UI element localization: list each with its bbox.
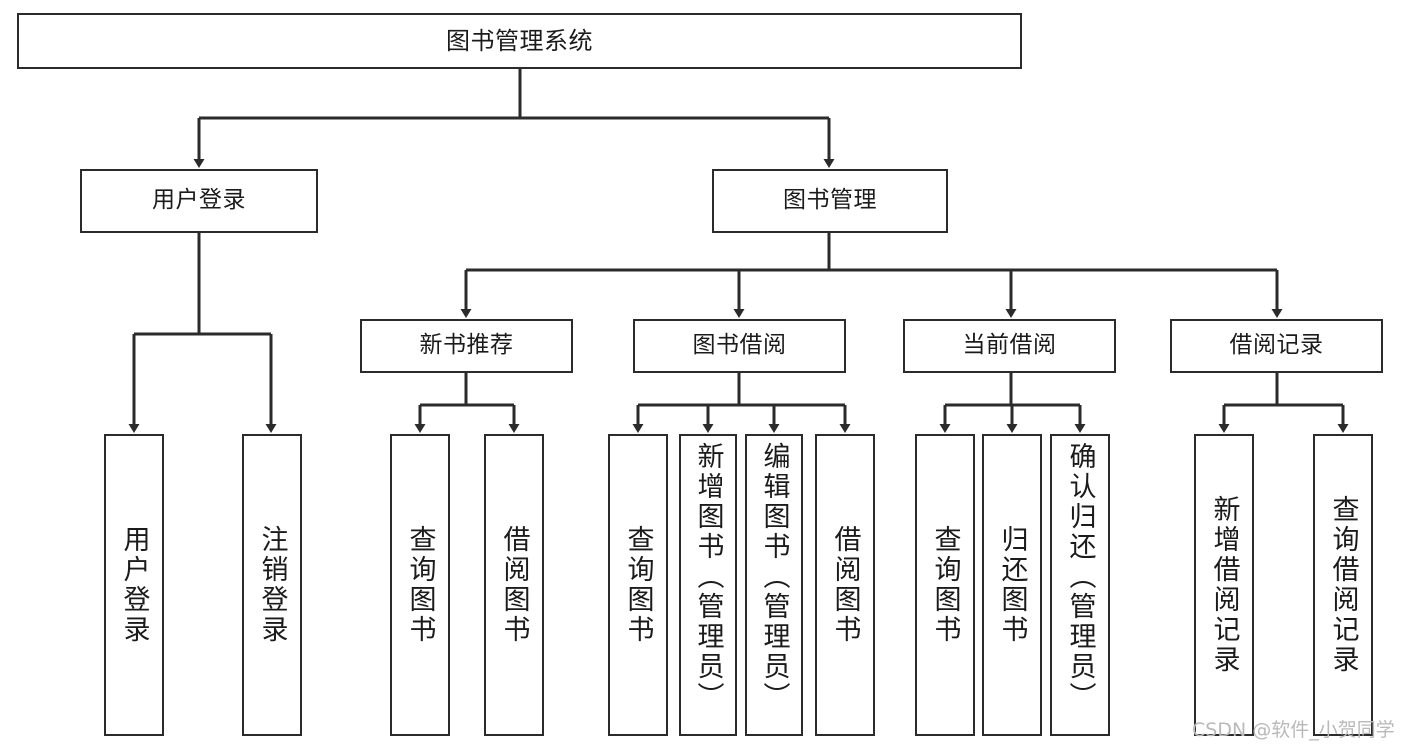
node-leaf-query-book-current[interactable]: 查询图书 [915,434,975,736]
node-label: 借阅图书 [829,525,861,645]
node-label: 当前借阅 [962,332,1057,359]
node-label: 查询借阅记录 [1327,495,1359,675]
node-leaf-borrow-book-recommend[interactable]: 借阅图书 [484,434,544,736]
node-root-system[interactable]: 图书管理系统 [17,13,1022,69]
node-new-book-recommend[interactable]: 新书推荐 [360,319,573,373]
node-leaf-user-login[interactable]: 用户登录 [104,434,164,736]
node-label: 新书推荐 [419,332,514,359]
node-label: 借阅记录 [1229,332,1324,359]
node-label: 图书管理 [783,187,877,214]
node-label: 确认归还（管理员） [1064,442,1096,712]
node-label: 查询图书 [929,525,961,645]
node-label: 编辑图书（管理员） [758,442,790,712]
node-label: 用户登录 [118,525,150,645]
node-leaf-return-book[interactable]: 归还图书 [982,434,1042,736]
node-leaf-edit-book[interactable]: 编辑图书（管理员） [745,434,803,736]
node-label: 图书管理系统 [446,26,593,55]
node-label: 新增借阅记录 [1208,495,1240,675]
node-label: 借阅图书 [498,525,530,645]
node-borrow-record[interactable]: 借阅记录 [1170,319,1383,373]
node-leaf-add-borrow-record[interactable]: 新增借阅记录 [1194,434,1254,736]
node-book-borrow[interactable]: 图书借阅 [633,319,846,373]
node-leaf-logout-login[interactable]: 注销登录 [242,434,302,736]
node-book-management[interactable]: 图书管理 [712,169,948,233]
node-current-borrow[interactable]: 当前借阅 [903,319,1116,373]
node-label: 归还图书 [996,525,1028,645]
node-label: 新增图书（管理员） [692,442,724,712]
node-leaf-query-book-recommend[interactable]: 查询图书 [390,434,450,736]
node-label: 注销登录 [256,525,288,645]
node-leaf-query-borrow-record[interactable]: 查询借阅记录 [1313,434,1373,736]
node-label: 查询图书 [622,525,654,645]
watermark: CSDN @软件_小贺同学 [1192,719,1395,741]
node-leaf-query-book-borrow[interactable]: 查询图书 [608,434,668,736]
node-leaf-add-book[interactable]: 新增图书（管理员） [679,434,737,736]
node-user-login[interactable]: 用户登录 [80,169,318,233]
node-label: 图书借阅 [692,332,787,359]
node-label: 用户登录 [152,187,246,214]
node-leaf-borrow-book[interactable]: 借阅图书 [815,434,875,736]
node-leaf-confirm-return[interactable]: 确认归还（管理员） [1050,434,1110,736]
node-label: 查询图书 [404,525,436,645]
